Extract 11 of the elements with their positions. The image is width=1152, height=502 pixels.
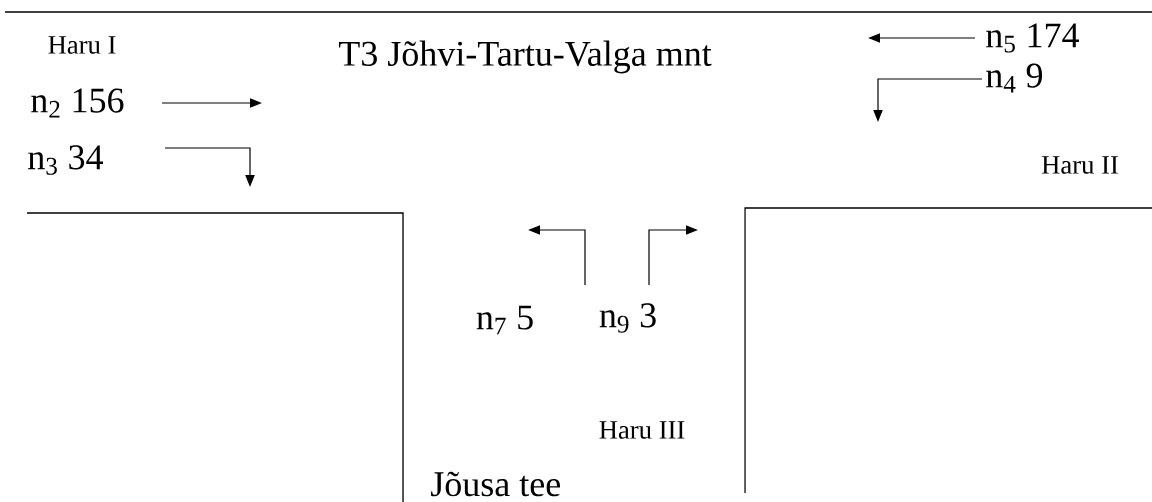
- branch-label: Haru I: [48, 36, 116, 54]
- traffic-count: n$_{5}$ 174: [986, 23, 1079, 53]
- road-name: T3 Jõhvi-Tartu-Valga mnt: [338, 40, 712, 74]
- traffic-count: n$_{9}$ 3: [599, 303, 656, 333]
- branch-label: Haru II: [1041, 156, 1118, 174]
- branch-label: Haru III: [599, 421, 685, 439]
- traffic-count: n$_{3}$ 34: [28, 145, 103, 175]
- road-name: Jõusa tee: [431, 471, 560, 497]
- traffic-count: n$_{4}$ 9: [986, 63, 1043, 93]
- traffic-count: n$_{7}$ 5: [476, 305, 533, 335]
- traffic-count: n$_{2}$ 156: [31, 88, 124, 118]
